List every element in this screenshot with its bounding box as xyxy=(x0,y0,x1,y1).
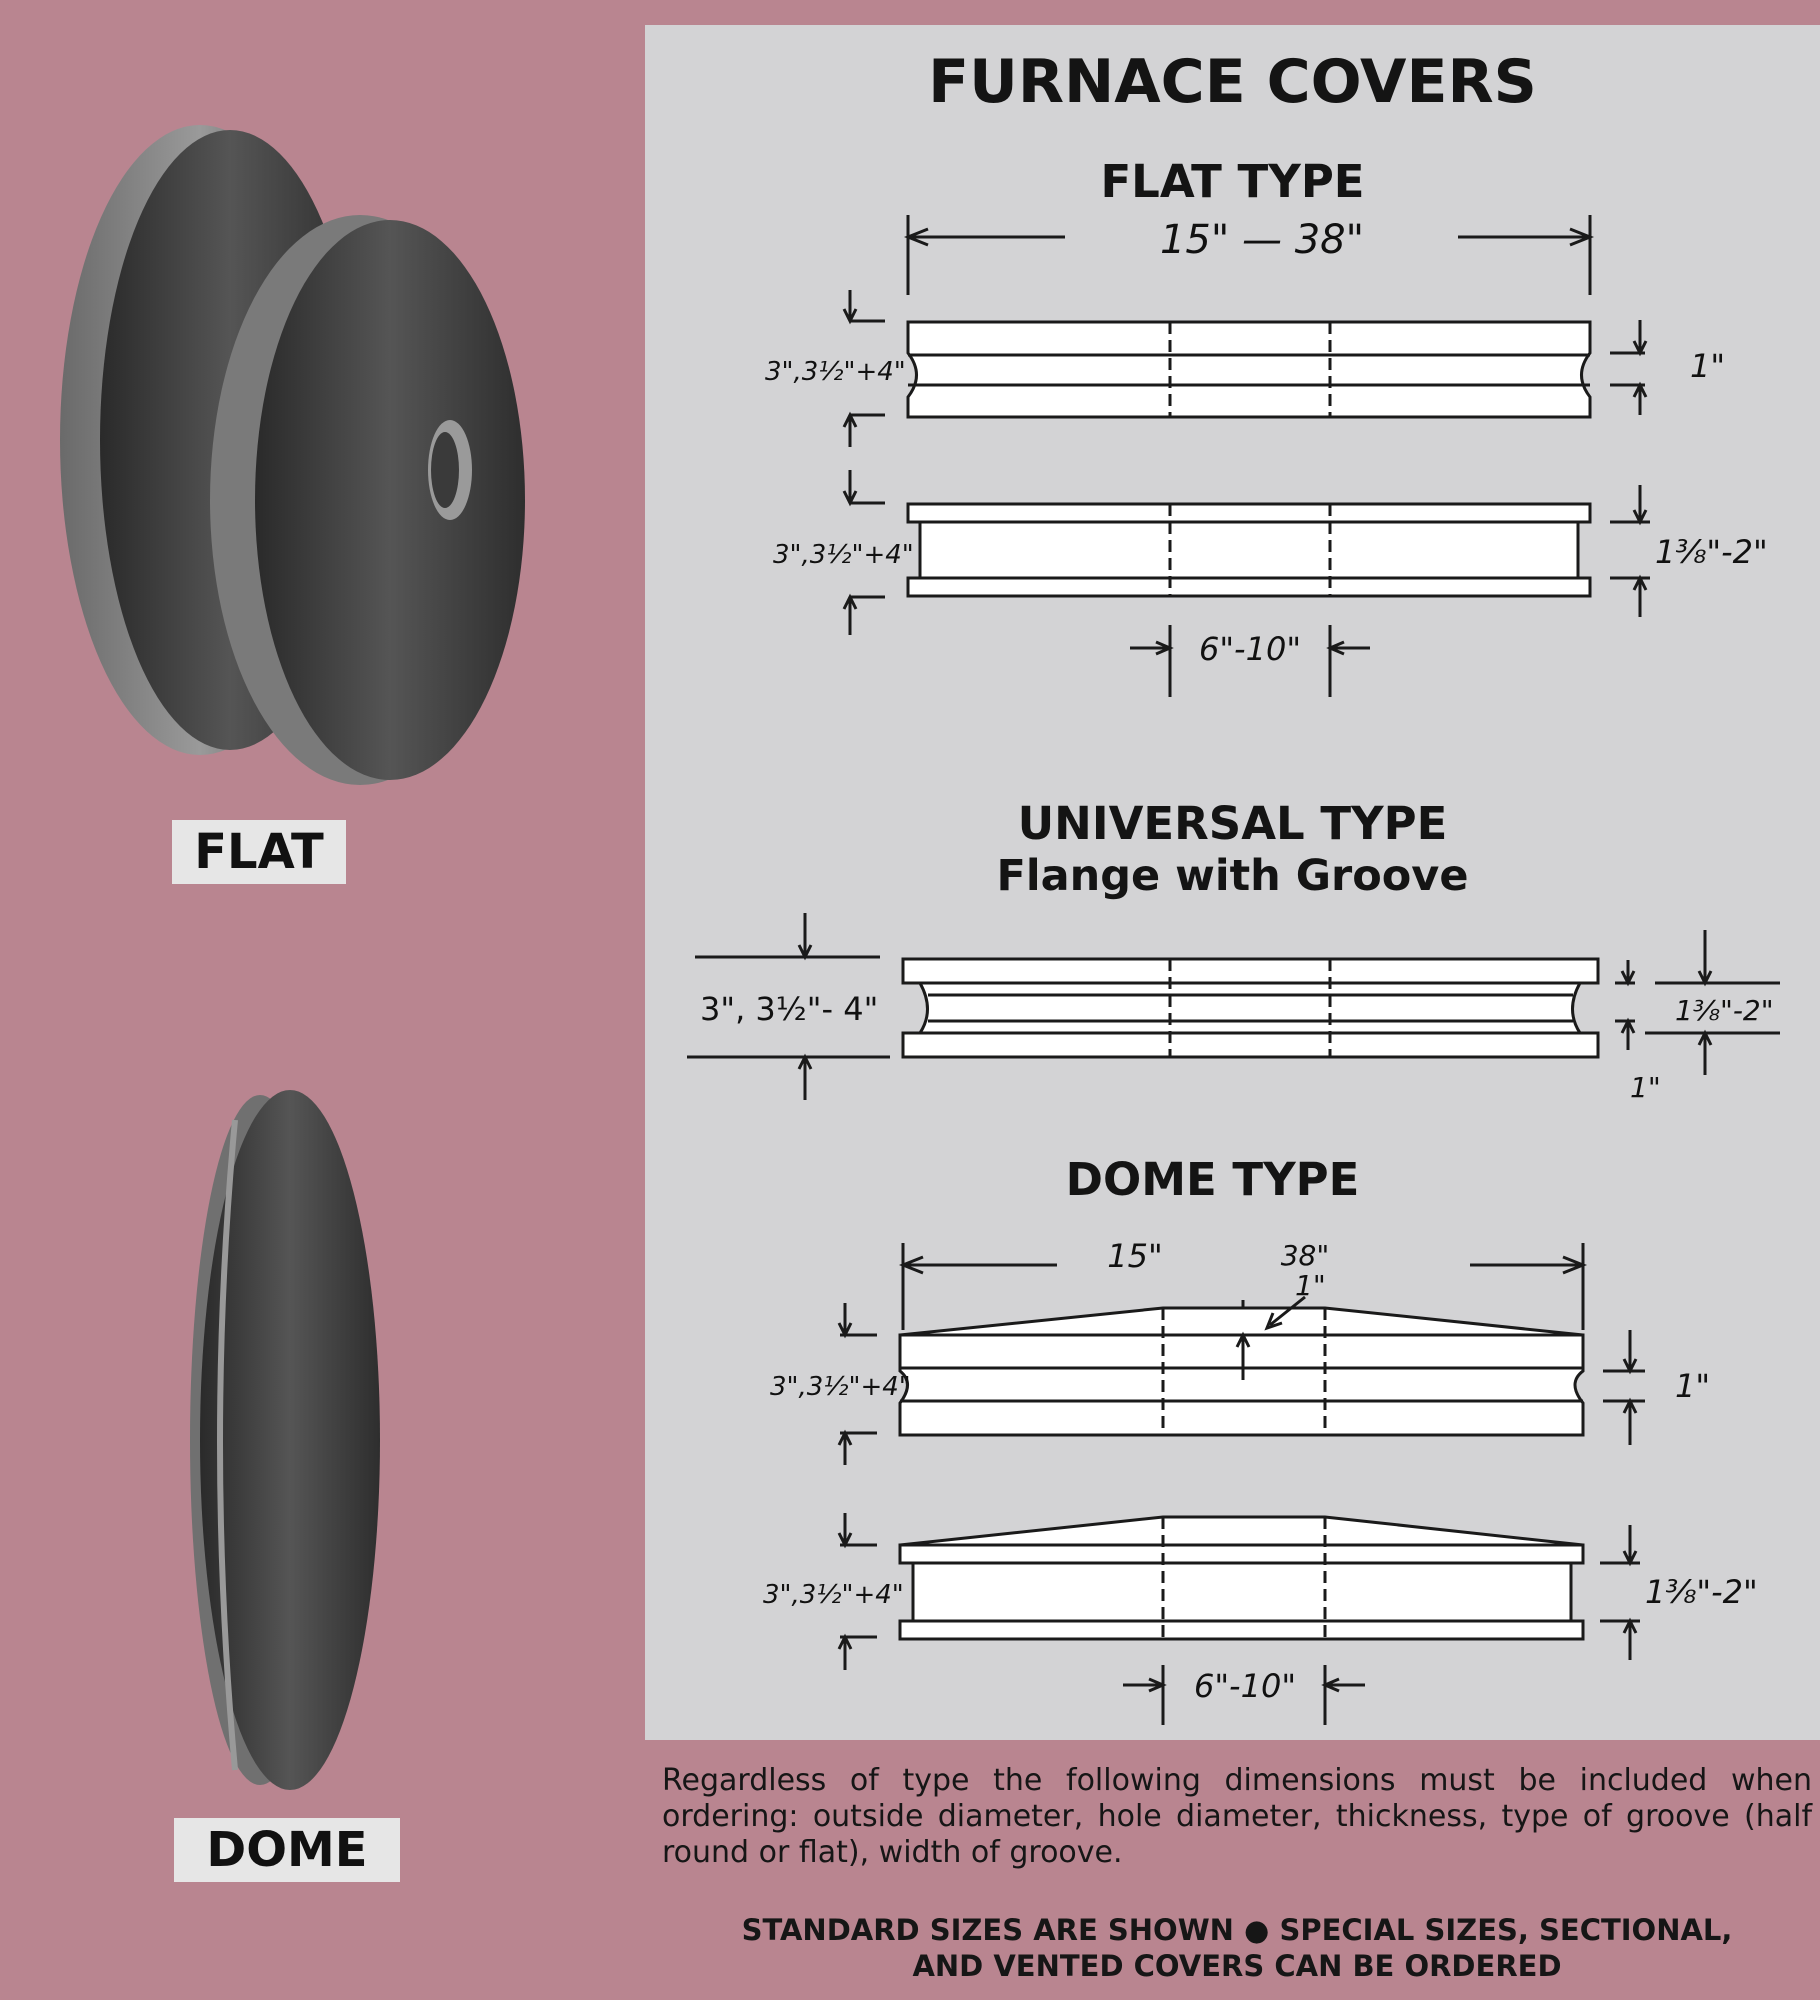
photo-column: FLAT DOME xyxy=(0,0,640,2000)
dome-hole-label: 6"-10" xyxy=(1194,1667,1296,1705)
dome-flanged-thickness-label: 3",3½"+4" xyxy=(763,1580,904,1610)
flat-flange-label: 1⅜"-2" xyxy=(1655,533,1768,571)
flat-hole-label: 6"-10" xyxy=(1199,630,1301,668)
standard-sizes-note: STANDARD SIZES ARE SHOWN ● SPECIAL SIZES… xyxy=(662,1912,1812,1984)
drawings: 15" — 38" 3",3½"+4" 1" 3",3½"+4" 1⅜"-2" … xyxy=(687,215,1780,1725)
flat-groove-width-label: 1" xyxy=(1690,347,1725,385)
dome-diameter-min-label: 15" xyxy=(1107,1237,1162,1275)
dome-groove-width-label: 1" xyxy=(1675,1367,1710,1405)
flat-photo-label: FLAT xyxy=(172,820,346,884)
standard-sizes-note-line-1: STANDARD SIZES ARE SHOWN ● SPECIAL SIZES… xyxy=(741,1913,1733,1947)
flat-type-heading: FLAT TYPE xyxy=(1100,155,1365,208)
dome-flange-label: 1⅜"-2" xyxy=(1645,1573,1758,1611)
dome-photo-label: DOME xyxy=(174,1818,400,1882)
dome-type-heading: DOME TYPE xyxy=(1065,1153,1360,1206)
ordering-instructions: Regardless of type the following dimensi… xyxy=(662,1763,1812,1870)
dome-rise-label: 1" xyxy=(1295,1269,1326,1302)
universal-groove-label: 1" xyxy=(1630,1071,1661,1104)
dome-grooved-thickness-label: 3",3½"+4" xyxy=(770,1372,911,1402)
universal-type-heading: UNIVERSAL TYPE xyxy=(1017,797,1448,850)
flat-grooved-thickness-label: 3",3½"+4" xyxy=(765,357,906,387)
dome-cover-photo xyxy=(190,1090,380,1790)
universal-flange-label: 1⅜"-2" xyxy=(1675,994,1774,1027)
page-title: FURNACE COVERS xyxy=(928,47,1537,117)
universal-thickness-label: 3", 3½"- 4" xyxy=(700,990,878,1028)
universal-type-subheading: Flange with Groove xyxy=(996,851,1469,901)
flat-cover-photo xyxy=(60,125,525,785)
dome-diameter-max-label: 38" xyxy=(1281,1239,1330,1272)
standard-sizes-note-line-2: AND VENTED COVERS CAN BE ORDERED xyxy=(912,1949,1562,1983)
flat-diameter-label: 15" — 38" xyxy=(1160,217,1364,263)
flat-flanged-thickness-label: 3",3½"+4" xyxy=(773,540,914,570)
drawing-panel: FURNACE COVERS FLAT TYPE UNIVERSAL TYPE … xyxy=(645,25,1820,1740)
